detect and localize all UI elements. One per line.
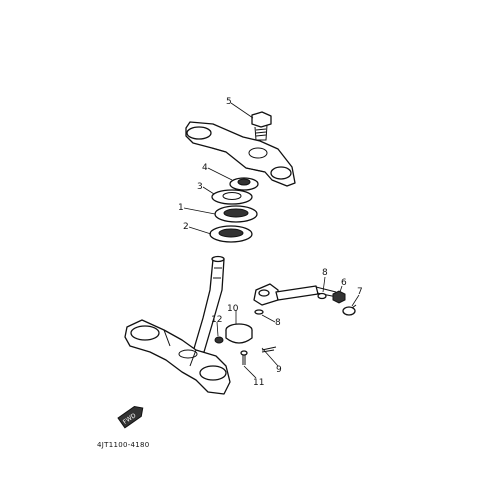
nut bbox=[332, 290, 346, 304]
callout-11: 11 bbox=[253, 378, 264, 388]
callout-2: 2 bbox=[183, 222, 189, 232]
callout-3: 3 bbox=[197, 182, 203, 192]
callout-12: 12 bbox=[211, 315, 222, 325]
small-washer bbox=[254, 309, 264, 315]
callout-10: 10 bbox=[227, 304, 239, 314]
stem-bolt bbox=[251, 111, 272, 141]
nut-12 bbox=[214, 336, 224, 344]
lower-bearing bbox=[209, 225, 253, 243]
callout-4: 4 bbox=[202, 163, 208, 173]
bolt bbox=[342, 304, 357, 316]
clamp-bracket bbox=[225, 323, 253, 344]
callout-7: 7 bbox=[357, 287, 363, 297]
callout-6: 6 bbox=[341, 278, 347, 288]
drawing-code: 4JT1100-4180 bbox=[97, 441, 150, 449]
washer bbox=[317, 292, 327, 300]
upper-bracket bbox=[185, 121, 296, 187]
callout-8-upper: 8 bbox=[322, 268, 328, 278]
steering-damper bbox=[253, 283, 338, 306]
callout-8-lower: 8 bbox=[275, 318, 281, 328]
cotter-pin bbox=[261, 346, 277, 353]
callout-1: 1 bbox=[178, 203, 184, 213]
leader-lines bbox=[183, 102, 360, 379]
ring-nut bbox=[229, 177, 259, 191]
bearing-cover bbox=[211, 189, 253, 205]
callout-9: 9 bbox=[276, 365, 282, 375]
callout-5: 5 bbox=[226, 97, 232, 107]
lower-bracket bbox=[124, 319, 231, 395]
upper-bearing bbox=[214, 205, 258, 223]
bolt-11 bbox=[240, 350, 248, 365]
fwd-badge: FWD bbox=[117, 406, 144, 429]
